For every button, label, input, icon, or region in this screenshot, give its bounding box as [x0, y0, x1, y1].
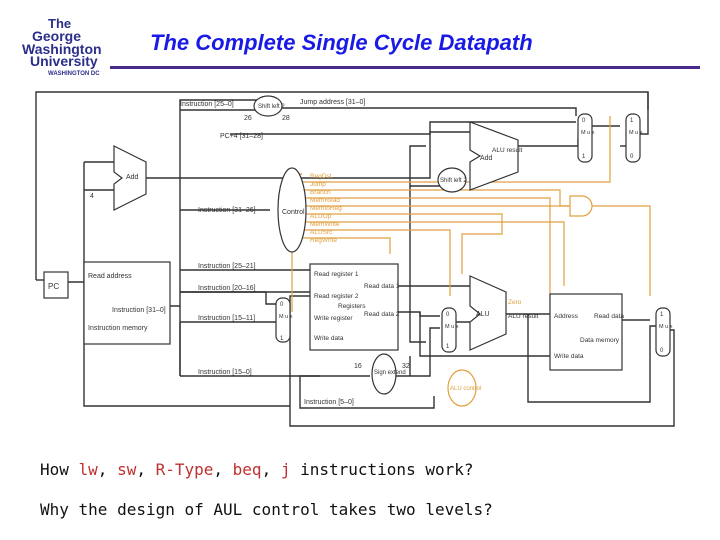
logo-line-4: University [30, 53, 98, 69]
mux-branch-label: M u x [581, 130, 595, 136]
shift-left-2-mid: Shift left 2 [440, 178, 467, 184]
mux-alusrc-label: M u x [445, 324, 459, 330]
add-branch-label: Add [480, 155, 493, 162]
q1-beq: beq [232, 460, 262, 479]
mux-branch-1: 1 [582, 154, 586, 160]
dmem-write-data: Write data [554, 353, 584, 360]
q1-sep3: , [213, 460, 233, 479]
logo-sub: WASHINGTON DC [48, 71, 100, 77]
mux-memtoreg-1: 1 [660, 312, 664, 318]
q1-sep4: , [261, 460, 281, 479]
q1-prefix: How [40, 460, 79, 479]
shift-left-2-top: Shift left 2 [258, 104, 285, 110]
se-in: 16 [354, 363, 362, 370]
mux-jump-label: M u x [629, 130, 643, 136]
q1-lw: lw [78, 460, 98, 479]
reg-read2: Read register 2 [314, 293, 359, 300]
imem-label: Instruction memory [88, 325, 148, 332]
signal-memtoreg: MemtoReg [310, 205, 342, 212]
signal-memwrite: MemWrite [310, 221, 340, 228]
page-title: The Complete Single Cycle Datapath [150, 30, 533, 55]
reg-data2: Read data 2 [364, 311, 400, 318]
field-instr-25-21: Instruction [25–21] [198, 263, 256, 270]
field-instr-15-11: Instruction [15–11] [198, 315, 255, 322]
alu-zero: Zero [508, 299, 522, 306]
add-branch-result: ALU result [492, 147, 523, 154]
dmem-label: Data memory [580, 337, 620, 344]
field-instr-31-26: Instruction [31–26] [198, 207, 256, 214]
mux-memtoreg-label: M u x [659, 324, 673, 330]
imem-read-address: Read address [88, 273, 132, 280]
q1-suffix: instructions work? [290, 460, 474, 479]
dmem-address: Address [554, 313, 579, 320]
mux-memtoreg-0: 0 [660, 348, 664, 354]
alu-control-label: ALU control [450, 386, 481, 392]
signal-regwrite: RegWrite [310, 237, 337, 244]
reg-write-data: Write data [314, 335, 344, 342]
se-out: 32 [402, 363, 410, 370]
university-logo: The George Washington University WASHING… [22, 16, 102, 77]
mux-alusrc-1: 1 [446, 344, 450, 350]
const-4: 4 [90, 193, 94, 200]
mux-jump-0: 0 [630, 154, 634, 160]
signal-memread: MemRead [310, 197, 340, 204]
logo-line-2: George [32, 28, 81, 44]
mux-branch-0: 0 [582, 118, 586, 124]
q1-sep1: , [97, 460, 118, 479]
sign-extend-label: Sign extend [374, 370, 406, 376]
signal-regdst: RegDst [310, 173, 332, 180]
question-2: Why the design of AUL control takes two … [40, 500, 493, 519]
mux-regdst-label: M u x [279, 314, 293, 320]
datapath-diagram: PC Add 4 Read address Instruction [31–0]… [30, 86, 682, 446]
alu-label: ALU [476, 311, 490, 318]
alu-result: ALU result [508, 313, 539, 320]
title-rule [110, 66, 700, 69]
field-instr-20-16: Instruction [20–16] [198, 285, 256, 292]
signal-aluop: ALUOp [310, 213, 332, 220]
q1-sw: sw [117, 460, 137, 479]
mux-jump-1: 1 [630, 118, 634, 124]
reg-read1: Read register 1 [314, 271, 359, 278]
dmem-read-data: Read data [594, 313, 624, 320]
signal-branch: Branch [310, 189, 331, 196]
mux-regdst-1: 1 [280, 336, 284, 342]
pc-label: PC [48, 282, 59, 291]
signal-alusrc: ALUSrc [310, 229, 333, 236]
logo-line-1: The [48, 16, 71, 31]
field-26: 26 [244, 115, 252, 122]
reg-data1: Read data 1 [364, 283, 400, 290]
q1-rtype: R-Type [155, 460, 214, 479]
logo-line-3: Washington [22, 41, 102, 57]
q1-j: j [280, 460, 291, 479]
imem-instruction: Instruction [31–0] [112, 307, 166, 314]
field-pc4: PC+4 [31–28] [220, 133, 263, 140]
signal-jump: Jump [310, 181, 326, 188]
q1-sep2: , [136, 460, 156, 479]
question-1: How lw, sw, R-Type, beq, j instructions … [40, 460, 474, 479]
add-pc-label: Add [126, 174, 139, 181]
field-instr-15-0: Instruction [15–0] [198, 369, 252, 376]
registers-label: Registers [338, 303, 366, 310]
mux-alusrc-0: 0 [446, 312, 450, 318]
field-instr-25-0: Instruction [25–0] [180, 101, 234, 108]
mux-regdst-0: 0 [280, 302, 284, 308]
reg-write-reg: Write register [314, 315, 353, 322]
field-instr-5-0: Instruction [5–0] [304, 399, 354, 406]
control-label: Control [282, 209, 305, 216]
field-jump-address: Jump address [31–0] [300, 99, 365, 106]
field-28: 28 [282, 115, 290, 122]
